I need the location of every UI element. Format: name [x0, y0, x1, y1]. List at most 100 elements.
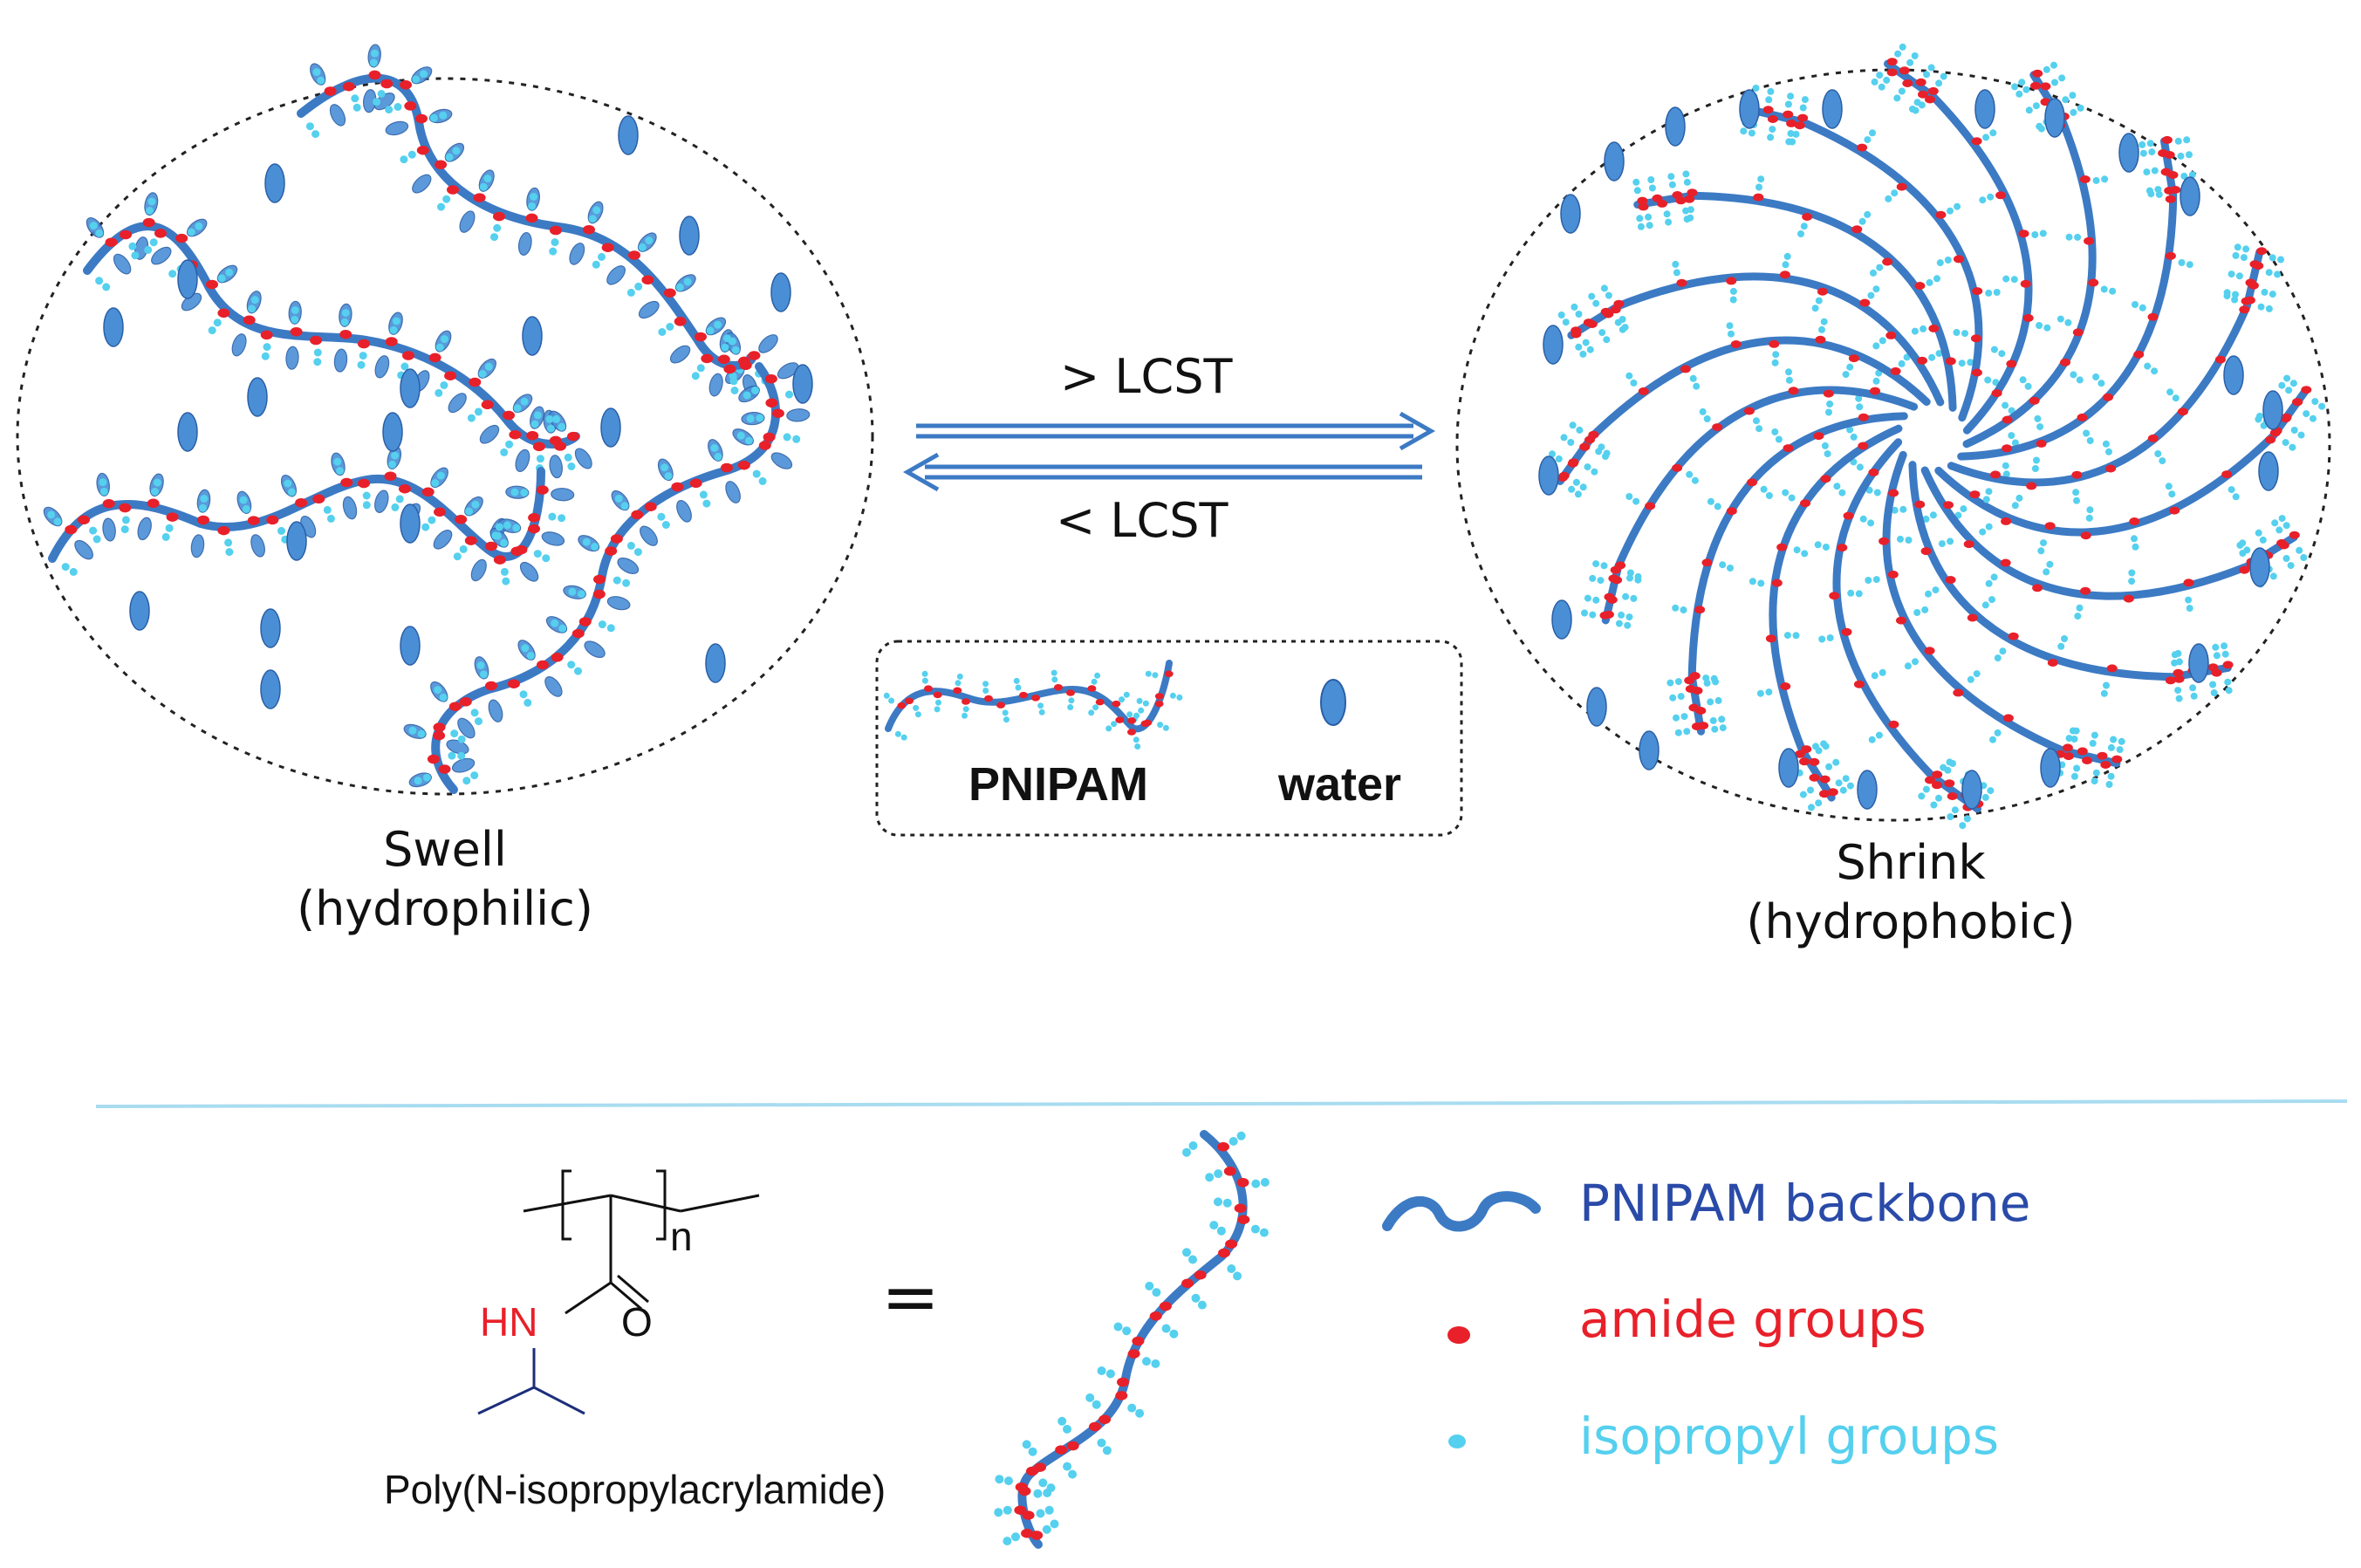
isopropyl-dot: [1127, 1403, 1137, 1413]
isopropyl-dot: [317, 76, 325, 85]
isopropyl-dot: [1105, 1369, 1115, 1379]
isopropyl-dot: [1981, 601, 1989, 609]
isopropyl-dot: [2148, 148, 2156, 156]
amide-dot: [1817, 287, 1828, 296]
isopropyl-dot: [2175, 695, 2183, 702]
isopropyl-dot: [512, 524, 521, 532]
isopropyl-dot: [660, 463, 669, 472]
isopropyl-dot: [558, 514, 566, 523]
water-molecule: [705, 643, 726, 683]
isopropyl-dot: [533, 411, 542, 420]
isopropyl-dot: [1646, 222, 1653, 229]
isopropyl-dot: [357, 360, 366, 369]
isopropyl-dot: [1579, 483, 1587, 491]
isopropyl-dot: [1855, 590, 1863, 598]
isopropyl-dot: [1571, 303, 1578, 311]
amide-dot: [384, 471, 397, 481]
isopropyl-dot: [1003, 716, 1009, 723]
water-molecule: [1822, 89, 1843, 129]
isopropyl-dot: [429, 113, 438, 122]
isopropyl-dot: [1771, 359, 1779, 366]
isopropyl-dot: [1637, 223, 1645, 230]
isopropyl-dot: [1985, 289, 1993, 297]
isopropyl-dot: [1885, 195, 1892, 202]
isopropyl-dot: [2151, 367, 2159, 375]
water-molecule: [1857, 770, 1878, 810]
amide-dot: [1819, 790, 1830, 798]
isopropyl-dot: [2274, 270, 2282, 278]
isopropyl-dot: [1769, 126, 1776, 134]
isopropyl-dot: [955, 680, 962, 687]
isopropyl-dot: [340, 318, 349, 326]
isopropyl-dot: [1870, 269, 1877, 277]
isopropyl-dot: [1869, 129, 1876, 137]
amide-dot: [358, 478, 370, 489]
isopropyl-dot: [1645, 213, 1653, 221]
isopropyl-dot: [422, 773, 431, 782]
isopropyl-dot: [1929, 511, 1937, 519]
isopropyl-dot: [2289, 380, 2297, 387]
amide-dot: [427, 754, 440, 764]
amide-dot: [1779, 270, 1790, 279]
isopropyl-dot: [2070, 108, 2077, 116]
isopropyl-dot: [1626, 574, 1633, 582]
amide-dot: [1194, 1270, 1207, 1280]
amide-dot: [1809, 773, 1820, 782]
water-molecule: [2249, 547, 2270, 587]
isopropyl-dot: [1568, 485, 1576, 493]
bound-water: [374, 490, 389, 513]
bound-water: [231, 333, 247, 357]
amide-dot: [550, 225, 562, 236]
isopropyl-dot: [626, 288, 635, 297]
isopropyl-dot: [1954, 511, 1962, 519]
isopropyl-dot: [1088, 709, 1095, 716]
amide-dot: [1886, 68, 1898, 77]
water-molecule: [618, 115, 639, 155]
amide-dot: [1935, 210, 1947, 219]
isopropyl-dot: [479, 670, 488, 679]
isopropyl-dot: [1582, 339, 1590, 346]
isopropyl-dot: [359, 352, 367, 360]
isopropyl-dot: [1714, 696, 1722, 704]
isopropyl-dot: [505, 440, 514, 448]
isopropyl-dot: [2089, 739, 2097, 747]
water-molecule: [103, 307, 124, 347]
amide-dot: [400, 80, 412, 90]
amide-dot: [2080, 531, 2091, 540]
isopropyl-dot: [1188, 1141, 1198, 1150]
amide-dot: [996, 702, 1005, 709]
isopropyl-dot: [377, 90, 386, 98]
amide-dot: [1675, 196, 1687, 205]
bound-water: [786, 408, 811, 422]
amide-dot: [493, 555, 506, 565]
isopropyl-dot: [313, 358, 322, 366]
isopropyl-dot: [564, 453, 572, 462]
isopropyl-dot: [326, 514, 335, 523]
isopropyl-dot: [2257, 303, 2265, 311]
isopropyl-dot: [1209, 1221, 1219, 1230]
isopropyl-dot: [1935, 794, 1942, 802]
isopropyl-dot: [1940, 763, 1947, 771]
water-molecule: [1543, 325, 1564, 365]
isopropyl-dot: [1992, 379, 2000, 387]
isopropyl-dot: [1867, 291, 1875, 299]
amide-dot: [342, 81, 355, 92]
isopropyl-dot: [1760, 485, 1768, 493]
isopropyl-dot: [1260, 1178, 1269, 1187]
isopropyl-dot: [1251, 1179, 1261, 1188]
isopropyl-dot: [2300, 554, 2308, 561]
water-molecule: [1604, 141, 1625, 181]
isopropyl-dot: [1800, 223, 1808, 230]
amide-dot: [217, 525, 230, 536]
isopropyl-dot: [2076, 376, 2084, 384]
isopropyl-dot: [1928, 353, 1936, 361]
isopropyl-dot: [1682, 170, 1690, 178]
repeat-n: n: [670, 1214, 693, 1259]
isopropyl-dot: [2239, 550, 2247, 557]
isopropyl-dot: [1728, 330, 1735, 338]
isopropyl-dot: [1925, 590, 1932, 598]
isopropyl-dot: [1959, 822, 1967, 830]
isopropyl-dot: [1926, 278, 1933, 286]
amide-dot: [1672, 463, 1683, 472]
